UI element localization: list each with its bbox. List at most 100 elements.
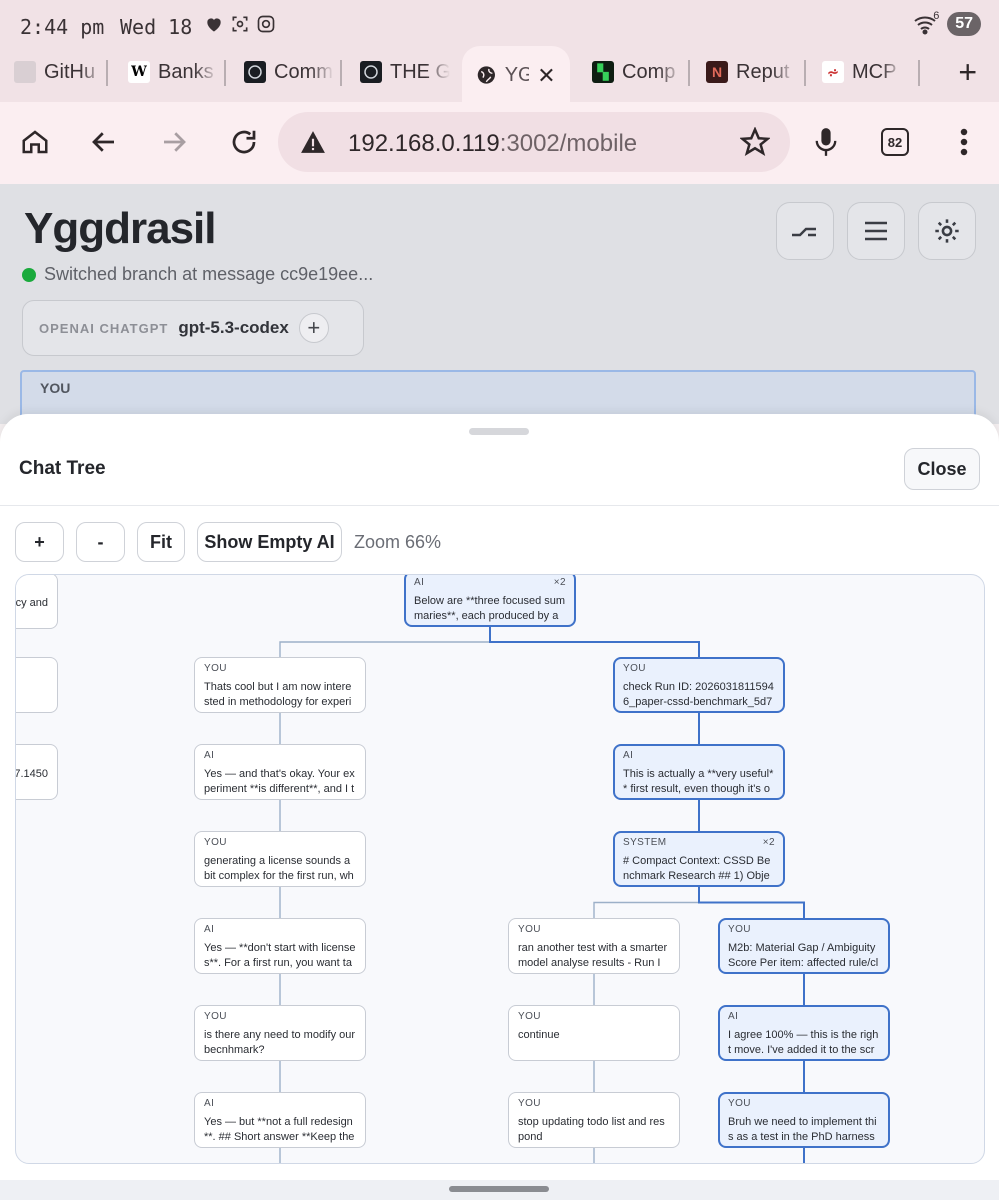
mcp-favicon-icon: ⩫ — [822, 61, 844, 83]
node-preview-text: Thats cool but I am now interested in me… — [204, 681, 352, 712]
star-icon[interactable] — [740, 127, 770, 157]
node-role-label: AI — [414, 577, 425, 588]
status-bar: 2:44 pm Wed 18 6 57 — [0, 0, 999, 50]
sheet-drag-handle[interactable] — [469, 428, 529, 435]
heart-icon — [207, 18, 221, 32]
node-preview-text: Yes — but **not a full redesign**. ## Sh… — [204, 1116, 355, 1147]
node-role: AI — [204, 750, 356, 764]
tab-wikipedia[interactable]: W Banks — [128, 52, 218, 92]
tab-the-g[interactable]: THE G — [360, 52, 450, 92]
reload-button[interactable] — [224, 122, 264, 162]
tree-node-b2[interactable]: AI I agree 100% — this is the right move.… — [718, 1005, 890, 1061]
notification-icons — [204, 14, 276, 34]
node-role-label: YOU — [518, 924, 541, 935]
tree-edge — [489, 627, 700, 657]
tree-node-l1[interactable]: YOU Thats cool but I am now interested in… — [194, 657, 366, 713]
node-preview-text: on of 240 ncy and — [15, 597, 48, 609]
settings-button[interactable] — [918, 202, 976, 260]
tree-node-p3[interactable]: on at: 07.1450 — [16, 744, 58, 800]
zoom-in-button[interactable]: + — [15, 522, 64, 562]
node-preview-text: # Compact Context: CSSD Benchmark Resear… — [623, 855, 771, 882]
date: Wed 18 — [120, 15, 193, 39]
branch-icon — [792, 227, 816, 237]
branch-button[interactable] — [776, 202, 834, 260]
battery-indicator: 57 — [947, 12, 981, 36]
node-role — [16, 579, 48, 593]
chat-tree-canvas[interactable]: on of 240 ncy andon at: 07.1450AI×2Below… — [15, 574, 985, 1164]
home-button[interactable] — [15, 122, 55, 162]
address-bar[interactable]: 192.168.0.119:3002/mobile — [278, 112, 790, 172]
close-button[interactable]: Close — [904, 448, 980, 490]
github-favicon-icon — [14, 61, 36, 83]
fit-button[interactable]: Fit — [137, 522, 185, 562]
tree-node-p1[interactable]: on of 240 ncy and — [15, 575, 58, 629]
node-role: YOU — [518, 1098, 670, 1112]
node-role-label: YOU — [204, 663, 227, 674]
tree-node-r3[interactable]: SYSTEM×2# Compact Context: CSSD Benchmar… — [613, 831, 785, 887]
node-role-label: YOU — [728, 924, 751, 935]
node-preview-text: Bruh we need to implement this as a test… — [728, 1116, 877, 1143]
forward-button[interactable] — [154, 122, 194, 162]
close-tab-icon[interactable] — [537, 65, 556, 85]
home-gesture-pill[interactable] — [449, 1186, 549, 1192]
clock: 2:44 pm — [20, 15, 105, 39]
tree-node-p2[interactable] — [16, 657, 58, 713]
menu-icon — [865, 221, 887, 241]
node-role: YOU — [204, 837, 356, 851]
tab-comp[interactable]: ▚ Comp — [592, 52, 682, 92]
voice-search-button[interactable] — [806, 122, 846, 162]
tab-yggdrasil-active[interactable]: YG — [462, 46, 570, 104]
node-preview-text: is there any need to modify our becnhmar… — [204, 1029, 356, 1056]
tab-reput[interactable]: N Reput — [706, 52, 796, 92]
node-role-label: AI — [728, 1011, 739, 1022]
gear-icon — [935, 219, 959, 243]
tab-mcp[interactable]: ⩫ MCP S — [822, 52, 902, 92]
new-tab-button[interactable]: + — [958, 54, 977, 90]
browser-toolbar: 192.168.0.119:3002/mobile 82 — [0, 102, 999, 184]
node-branch-count: ×2 — [762, 837, 775, 848]
node-role-label: AI — [623, 750, 634, 761]
warning-icon[interactable] — [300, 130, 326, 154]
node-preview-text: ran another test with a smarter model an… — [518, 942, 668, 973]
url-text[interactable]: 192.168.0.119:3002/mobile — [348, 130, 638, 157]
instagram-icon — [257, 15, 275, 33]
node-role-label: YOU — [623, 663, 646, 674]
node-role: YOU — [623, 663, 775, 677]
tab-github[interactable]: GitHu — [14, 52, 104, 92]
show-empty-ai-button[interactable]: Show Empty AI — [197, 522, 342, 562]
node-role: YOU — [518, 924, 670, 938]
tab-switcher-button[interactable]: 82 — [875, 122, 915, 162]
hamburger-menu-button[interactable] — [847, 202, 905, 260]
node-role: AI ×2 — [414, 577, 566, 591]
node-role-label: YOU — [518, 1098, 541, 1109]
kebab-menu-icon — [960, 128, 968, 156]
microphone-icon — [815, 128, 837, 156]
screenshot-icon — [232, 16, 248, 32]
node-role-label: YOU — [204, 837, 227, 848]
model-selector[interactable]: OPENAI CHATGPT gpt-5.3-codex + — [22, 300, 364, 356]
browser-menu-button[interactable] — [944, 122, 984, 162]
add-model-button[interactable]: + — [298, 313, 329, 343]
node-preview-text: I agree 100% — this is the right move. I… — [728, 1029, 879, 1056]
node-role: AI — [204, 924, 356, 938]
tree-edges — [279, 627, 805, 1163]
zoom-level: Zoom 66% — [354, 532, 442, 552]
node-branch-count: ×2 — [553, 577, 566, 588]
tree-edge — [279, 627, 491, 657]
back-button[interactable] — [84, 122, 124, 162]
tab-comm[interactable]: Comm — [244, 52, 334, 92]
tree-node-m1[interactable]: YOU ran another test with a smarter model… — [508, 918, 680, 974]
zoom-out-button[interactable]: - — [76, 522, 125, 562]
